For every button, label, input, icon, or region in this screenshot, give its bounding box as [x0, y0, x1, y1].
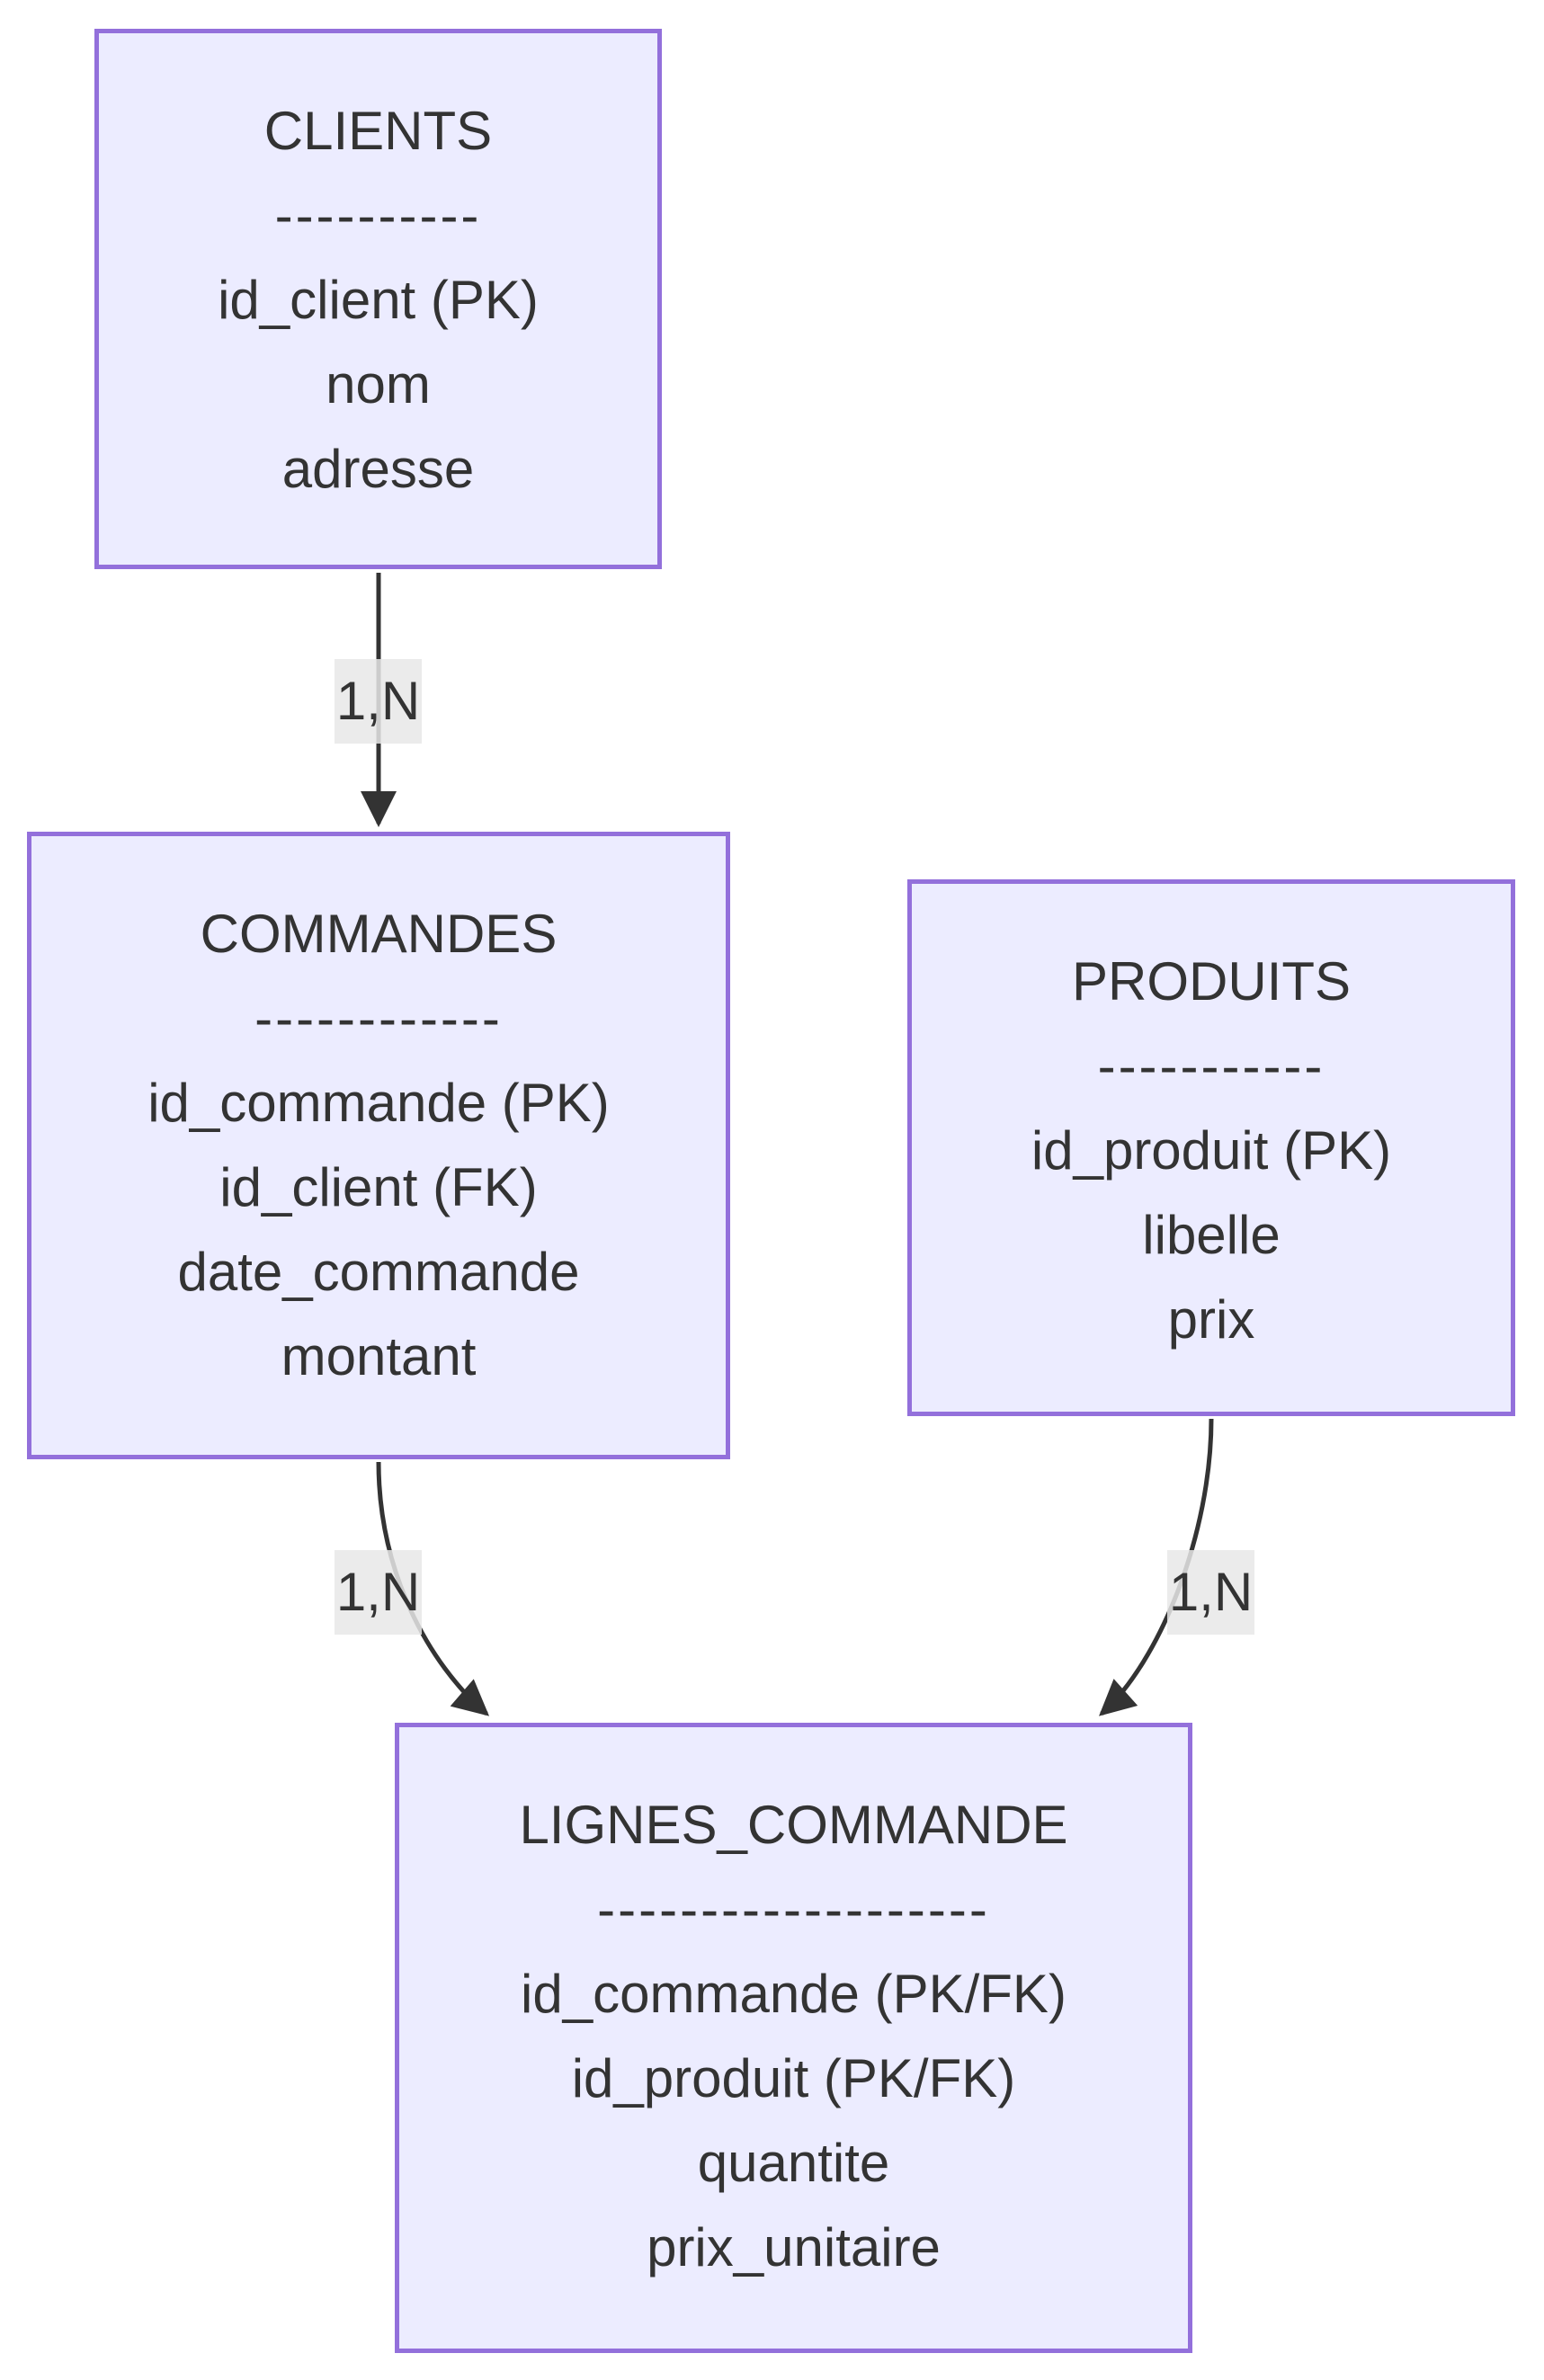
node-attribute: id_produit (PK) [1031, 1120, 1392, 1181]
node-attribute: montant [281, 1326, 477, 1386]
node-separator: ------------------- [597, 1879, 990, 1939]
node-separator: ---------- [274, 185, 482, 245]
node-title: LIGNES_COMMANDE [519, 1795, 1068, 1855]
node-separator: ----------- [1097, 1036, 1325, 1096]
node-attribute: id_produit (PK/FK) [571, 2048, 1016, 2108]
node-attribute: id_client (PK) [218, 270, 539, 330]
node-attribute: prix_unitaire [647, 2217, 941, 2277]
edge-label-cardinality: 1,N [335, 1550, 422, 1635]
edge-label-cardinality: 1,N [335, 659, 422, 744]
node-attribute: id_client (FK) [219, 1157, 538, 1217]
node-attribute: id_commande (PK) [147, 1073, 610, 1133]
node-attribute: date_commande [177, 1242, 580, 1302]
node-separator: ------------ [254, 988, 503, 1048]
node-title: PRODUITS [1071, 951, 1352, 1012]
node-attribute: nom [326, 354, 431, 414]
node-produits: PRODUITS ----------- id_produit (PK) lib… [907, 879, 1515, 1416]
node-attribute: quantite [697, 2133, 890, 2193]
node-title: CLIENTS [263, 101, 493, 161]
node-lignes-commande: LIGNES_COMMANDE ------------------- id_c… [395, 1723, 1192, 2353]
node-attribute: id_commande (PK/FK) [521, 1964, 1067, 2024]
edge-label-cardinality: 1,N [1167, 1550, 1254, 1635]
node-clients: CLIENTS ---------- id_client (PK) nom ad… [94, 29, 662, 569]
node-title: COMMANDES [200, 904, 558, 964]
node-attribute: libelle [1142, 1205, 1281, 1265]
node-attribute: prix [1167, 1289, 1255, 1350]
node-attribute: adresse [281, 439, 475, 499]
node-commandes: COMMANDES ------------ id_commande (PK) … [27, 832, 730, 1459]
